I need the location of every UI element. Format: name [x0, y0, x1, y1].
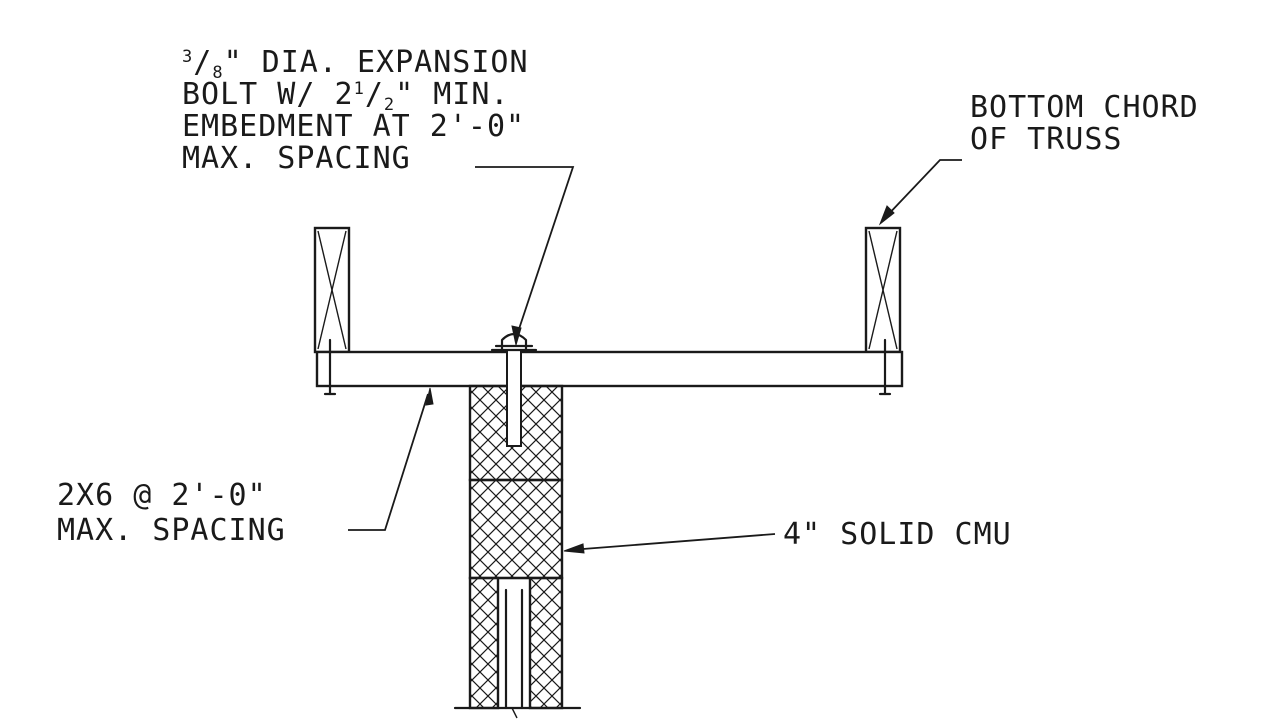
cmu-leader	[563, 533, 776, 554]
joist-leader	[348, 387, 434, 531]
joist-2x6	[315, 338, 904, 396]
bolt-leader	[475, 166, 575, 346]
joist-note-line-2: MAX. SPACING	[57, 513, 286, 548]
bolt-note-line-4: MAX. SPACING	[182, 141, 411, 176]
cmu-note-line-1: 4" SOLID CMU	[783, 517, 1012, 552]
bolt-note: 3/8" DIA. EXPANSION BOLT W/ 21/2" MIN. E…	[182, 45, 529, 176]
truss-note: BOTTOM CHORD OF TRUSS	[970, 90, 1199, 157]
cmu-note: 4" SOLID CMU	[783, 517, 1012, 552]
joist-note: 2X6 @ 2'-0" MAX. SPACING	[57, 478, 286, 548]
truss-note-line-2: OF TRUSS	[970, 122, 1123, 157]
truss-chord-left	[313, 226, 351, 354]
bolt-note-line-2: BOLT W/ 21/2" MIN.	[182, 77, 510, 115]
expansion-bolt	[490, 332, 538, 447]
truss-chord-right	[864, 226, 902, 354]
joist-note-line-1: 2X6 @ 2'-0"	[57, 478, 267, 513]
bolt-note-line-3: EMBEDMENT AT 2'-0"	[182, 109, 525, 144]
truss-leader	[878, 159, 962, 226]
truss-note-line-1: BOTTOM CHORD	[970, 90, 1199, 125]
bolt-note-line-1: 3/8" DIA. EXPANSION	[182, 45, 529, 83]
